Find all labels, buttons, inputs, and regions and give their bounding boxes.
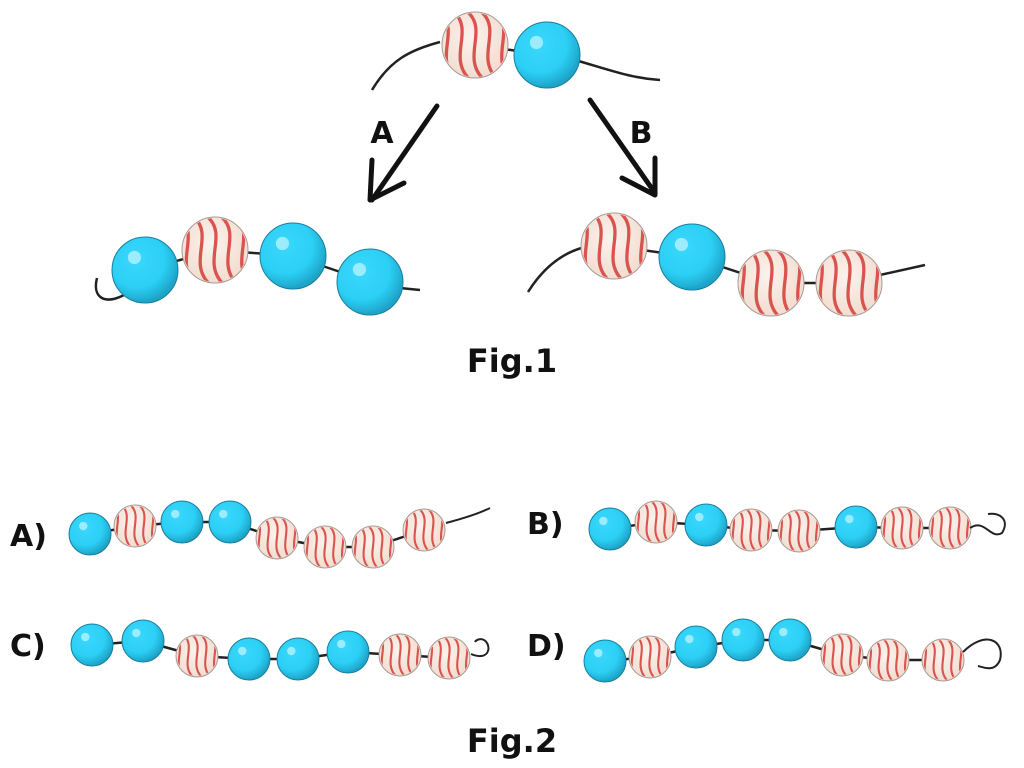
fig1-caption: Fig.1 — [467, 342, 557, 380]
striped-bead — [737, 249, 805, 317]
blue-bead — [658, 223, 726, 291]
arrow-a-label: A — [370, 116, 394, 151]
striped-bead — [729, 508, 773, 552]
blue-bead — [834, 505, 878, 549]
blue-bead — [326, 630, 370, 674]
striped-bead — [580, 212, 648, 280]
blue-bead — [111, 236, 179, 304]
arrow-b-label: B — [630, 116, 653, 151]
blue-bead — [513, 21, 581, 89]
blue-bead — [768, 618, 812, 662]
blue-bead — [336, 248, 404, 316]
option-b-label: B) — [527, 507, 564, 542]
blue-bead — [583, 639, 627, 683]
string-a-end — [399, 286, 421, 292]
option-c-hook — [470, 638, 490, 657]
striped-bead — [175, 634, 219, 678]
striped-bead — [351, 525, 395, 569]
string-b-start — [526, 245, 586, 293]
string-top — [370, 40, 441, 91]
option-d-label: D) — [527, 629, 566, 664]
figure-2: A) B) C) D) Fig.2 — [10, 500, 1006, 760]
striped-bead — [820, 633, 864, 677]
string-top-right — [574, 58, 661, 82]
option-a-chain — [68, 500, 446, 569]
arrow-b — [587, 97, 658, 198]
striped-bead — [634, 500, 678, 544]
blue-bead — [68, 512, 112, 556]
striped-bead — [777, 509, 821, 553]
fig2-caption: Fig.2 — [467, 722, 557, 760]
option-b-hook — [969, 512, 1006, 536]
striped-bead — [628, 635, 672, 679]
hook-a — [94, 277, 125, 301]
option-a-tail — [445, 507, 491, 524]
striped-bead — [441, 11, 509, 79]
option-d-chain — [583, 618, 965, 683]
blue-bead — [276, 637, 320, 681]
blue-bead — [259, 222, 327, 290]
option-c-label: C) — [10, 629, 46, 664]
striped-bead — [815, 249, 883, 317]
blue-bead — [721, 618, 765, 662]
figure-1: A B Fig.1 — [94, 11, 926, 380]
blue-bead — [674, 625, 718, 669]
bead-chain-start — [441, 11, 581, 89]
striped-bead — [402, 508, 446, 552]
bead-chain-b — [580, 212, 883, 317]
striped-bead — [880, 506, 924, 550]
string-b-end — [879, 263, 926, 277]
blue-bead — [588, 507, 632, 551]
blue-bead — [684, 503, 728, 547]
option-a-label: A) — [10, 519, 47, 554]
striped-bead — [427, 636, 471, 680]
blue-bead — [227, 637, 271, 681]
blue-bead — [70, 623, 114, 667]
striped-bead — [181, 216, 249, 284]
blue-bead — [121, 619, 165, 663]
striped-bead — [113, 504, 157, 548]
striped-bead — [255, 516, 299, 560]
blue-bead — [160, 500, 204, 544]
option-d-hook — [962, 638, 1002, 670]
striped-bead — [866, 638, 910, 682]
blue-bead — [208, 500, 252, 544]
striped-bead — [303, 525, 347, 569]
bead-chain-a — [111, 216, 404, 316]
striped-bead — [928, 506, 972, 550]
option-b-chain — [588, 500, 972, 553]
striped-bead — [378, 633, 422, 677]
arrow-a — [367, 103, 440, 203]
option-c-chain — [70, 619, 471, 681]
striped-bead — [921, 638, 965, 682]
